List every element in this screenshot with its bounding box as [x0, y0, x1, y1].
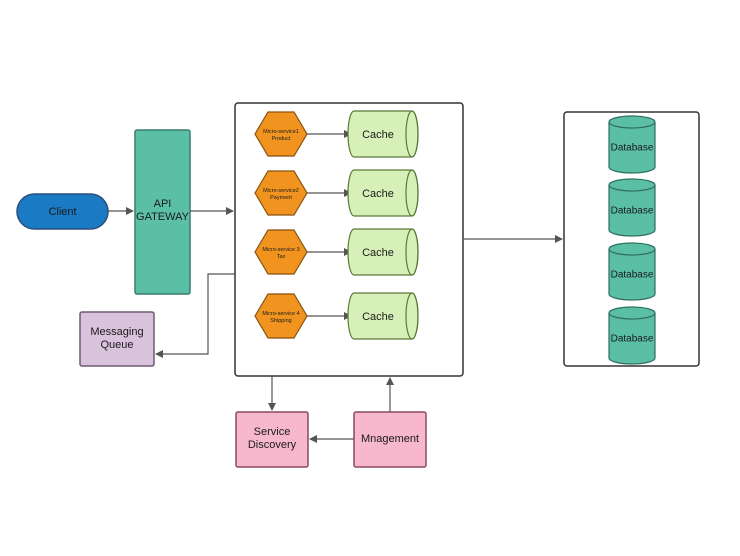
database-cylinder: [608, 178, 656, 237]
database-cylinder: [608, 115, 656, 174]
service-discovery-label-line2: Discovery: [248, 439, 297, 451]
database-label: Database: [611, 143, 654, 154]
database-cylinder-rim: [608, 121, 656, 129]
service-discovery-shape: [235, 411, 309, 468]
api-gateway-label-line1: API: [154, 198, 172, 210]
management-node: Mnagement: [353, 411, 427, 468]
messaging-queue-label-line1: Messaging: [90, 326, 143, 338]
cache-label: Cache: [362, 129, 394, 141]
cache-cylinder-cap: [405, 292, 419, 340]
service-discovery-node: Service Discovery: [235, 411, 309, 468]
microservice-row: Micro-service 4 Shipping Cache: [254, 292, 419, 340]
microservice-row: Micro-service1 Product Cache: [254, 110, 419, 158]
messaging-queue-shape: [79, 311, 155, 367]
client-node: Client: [16, 193, 109, 230]
cache-label: Cache: [362, 188, 394, 200]
microservice-name: Micro-service 3: [262, 247, 299, 253]
microservice-row: Micro-service 3 Tax Cache: [254, 228, 419, 276]
database-node: Database: [608, 306, 656, 365]
client-label: Client: [48, 206, 76, 218]
microservice-row: Micro-service2 Payment Cache: [254, 169, 419, 217]
cache-label: Cache: [362, 311, 394, 323]
database-cylinder-rim: [608, 248, 656, 256]
database-label: Database: [611, 270, 654, 281]
messaging-queue-label-line2: Queue: [100, 339, 133, 351]
services-to-messaging-arrow: [155, 273, 235, 358]
microservice-name: Micro-service 4: [262, 311, 299, 317]
microservice-subtitle: Product: [272, 136, 291, 142]
database-label: Database: [611, 334, 654, 345]
database-container: [563, 111, 700, 367]
database-label: Database: [611, 206, 654, 217]
database-node: Database: [608, 242, 656, 301]
database-cylinder-rim: [608, 184, 656, 192]
cache-cylinder-cap: [405, 169, 419, 217]
microservice-subtitle: Shipping: [270, 318, 291, 324]
api-gateway-shape: [134, 129, 191, 295]
messaging-queue-node: Messaging Queue: [79, 311, 155, 367]
databases-group: Database Database Database Database: [608, 115, 656, 365]
database-node: Database: [608, 115, 656, 174]
cache-cylinder-cap: [405, 110, 419, 158]
microservice-name: Micro-service1: [263, 129, 299, 135]
database-cylinder-rim: [608, 312, 656, 320]
microservice-subtitle: Tax: [277, 254, 286, 260]
microservice-name: Micro-service2: [263, 188, 299, 194]
database-node: Database: [608, 178, 656, 237]
database-cylinder: [608, 306, 656, 365]
cache-cylinder-cap: [405, 228, 419, 276]
microservice-subtitle: Payment: [270, 195, 292, 201]
microservices-group: Micro-service1 Product Cache Micro-servi…: [254, 110, 419, 340]
database-cylinder: [608, 242, 656, 301]
management-label: Mnagement: [361, 433, 419, 445]
api-gateway-label-line2: GATEWAY: [136, 211, 190, 223]
api-gateway-node: API GATEWAY: [134, 129, 191, 295]
cache-label: Cache: [362, 247, 394, 259]
service-discovery-label-line1: Service: [254, 426, 291, 438]
